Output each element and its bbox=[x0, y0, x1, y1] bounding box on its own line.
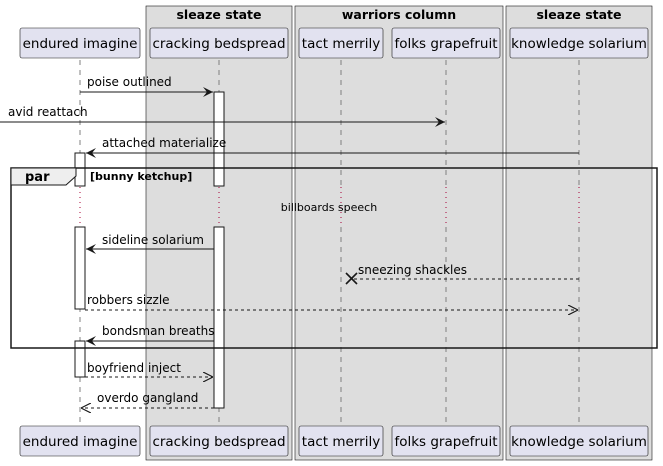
participant-tact-merrily-top[interactable]: tact merrily bbox=[298, 27, 384, 59]
participant-label: tact merrily bbox=[302, 434, 380, 450]
message-label: overdo gangland bbox=[97, 391, 198, 405]
message-overdo-gangland: overdo gangland bbox=[81, 391, 214, 408]
participant-label: endured imagine bbox=[23, 36, 138, 52]
box-title: sleaze state bbox=[176, 7, 261, 22]
message-label: robbers sizzle bbox=[87, 293, 170, 307]
participant-label: knowledge solarium bbox=[511, 434, 647, 450]
participant-endured-imagine-bottom[interactable]: endured imagine bbox=[19, 425, 141, 457]
message-sideline-solarium: sideline solarium bbox=[86, 233, 214, 254]
participant-label: cracking bedspread bbox=[152, 434, 285, 450]
activation-bar bbox=[74, 340, 86, 378]
message-attached-materialize: attached materialize bbox=[86, 136, 579, 158]
participant-folks-grapefruit-top[interactable]: folks grapefruit bbox=[391, 27, 501, 59]
fragment-guard: [bunny ketchup] bbox=[90, 170, 192, 183]
message-label: bondsman breaths bbox=[102, 324, 214, 338]
message-sneezing-shackles: sneezing shackles bbox=[345, 263, 579, 285]
message-label: sideline solarium bbox=[102, 233, 204, 247]
message-label: attached materialize bbox=[102, 136, 226, 150]
message-label: avid reattach bbox=[8, 105, 88, 119]
activation-bar bbox=[213, 226, 225, 409]
participant-cracking-bedspread-bottom[interactable]: cracking bedspread bbox=[149, 425, 289, 457]
activation-bar bbox=[74, 226, 86, 310]
participant-label: folks grapefruit bbox=[394, 36, 497, 52]
destroy-icon bbox=[345, 272, 358, 285]
message-poise-outlined: poise outlined bbox=[80, 75, 213, 97]
activation-bar bbox=[213, 91, 225, 187]
participant-knowledge-solarium-bottom[interactable]: knowledge solarium bbox=[509, 425, 649, 457]
participant-folks-grapefruit-bottom[interactable]: folks grapefruit bbox=[391, 425, 501, 457]
divider: billboards speech bbox=[281, 201, 377, 214]
participant-label: knowledge solarium bbox=[511, 36, 647, 52]
message-boyfriend-inject: boyfriend inject bbox=[85, 361, 213, 377]
message-label: poise outlined bbox=[87, 75, 172, 89]
fragment-operator: par bbox=[25, 170, 50, 185]
activations bbox=[74, 91, 225, 409]
message-label: sneezing shackles bbox=[358, 263, 467, 277]
box-title: warriors column bbox=[342, 7, 456, 22]
divider-label: billboards speech bbox=[281, 201, 377, 214]
message-bondsman-breaths: bondsman breaths bbox=[86, 324, 214, 346]
participant-endured-imagine-top[interactable]: endured imagine bbox=[19, 27, 141, 59]
box-warriors-column: warriors column bbox=[294, 5, 504, 461]
message-avid-reattach: avid reattach bbox=[0, 105, 445, 127]
participant-label: tact merrily bbox=[302, 36, 380, 52]
participant-label: cracking bedspread bbox=[152, 36, 285, 52]
participant-tact-merrily-bottom[interactable]: tact merrily bbox=[298, 425, 384, 457]
box-title: sleaze state bbox=[536, 7, 621, 22]
message-label: boyfriend inject bbox=[87, 361, 181, 375]
par-fragment: par [bunny ketchup] bbox=[10, 167, 658, 349]
participant-cracking-bedspread-top[interactable]: cracking bedspread bbox=[149, 27, 289, 59]
participant-label: folks grapefruit bbox=[394, 434, 497, 450]
message-robbers-sizzle: robbers sizzle bbox=[85, 293, 578, 310]
participant-knowledge-solarium-top[interactable]: knowledge solarium bbox=[509, 27, 649, 59]
participant-label: endured imagine bbox=[23, 434, 138, 450]
